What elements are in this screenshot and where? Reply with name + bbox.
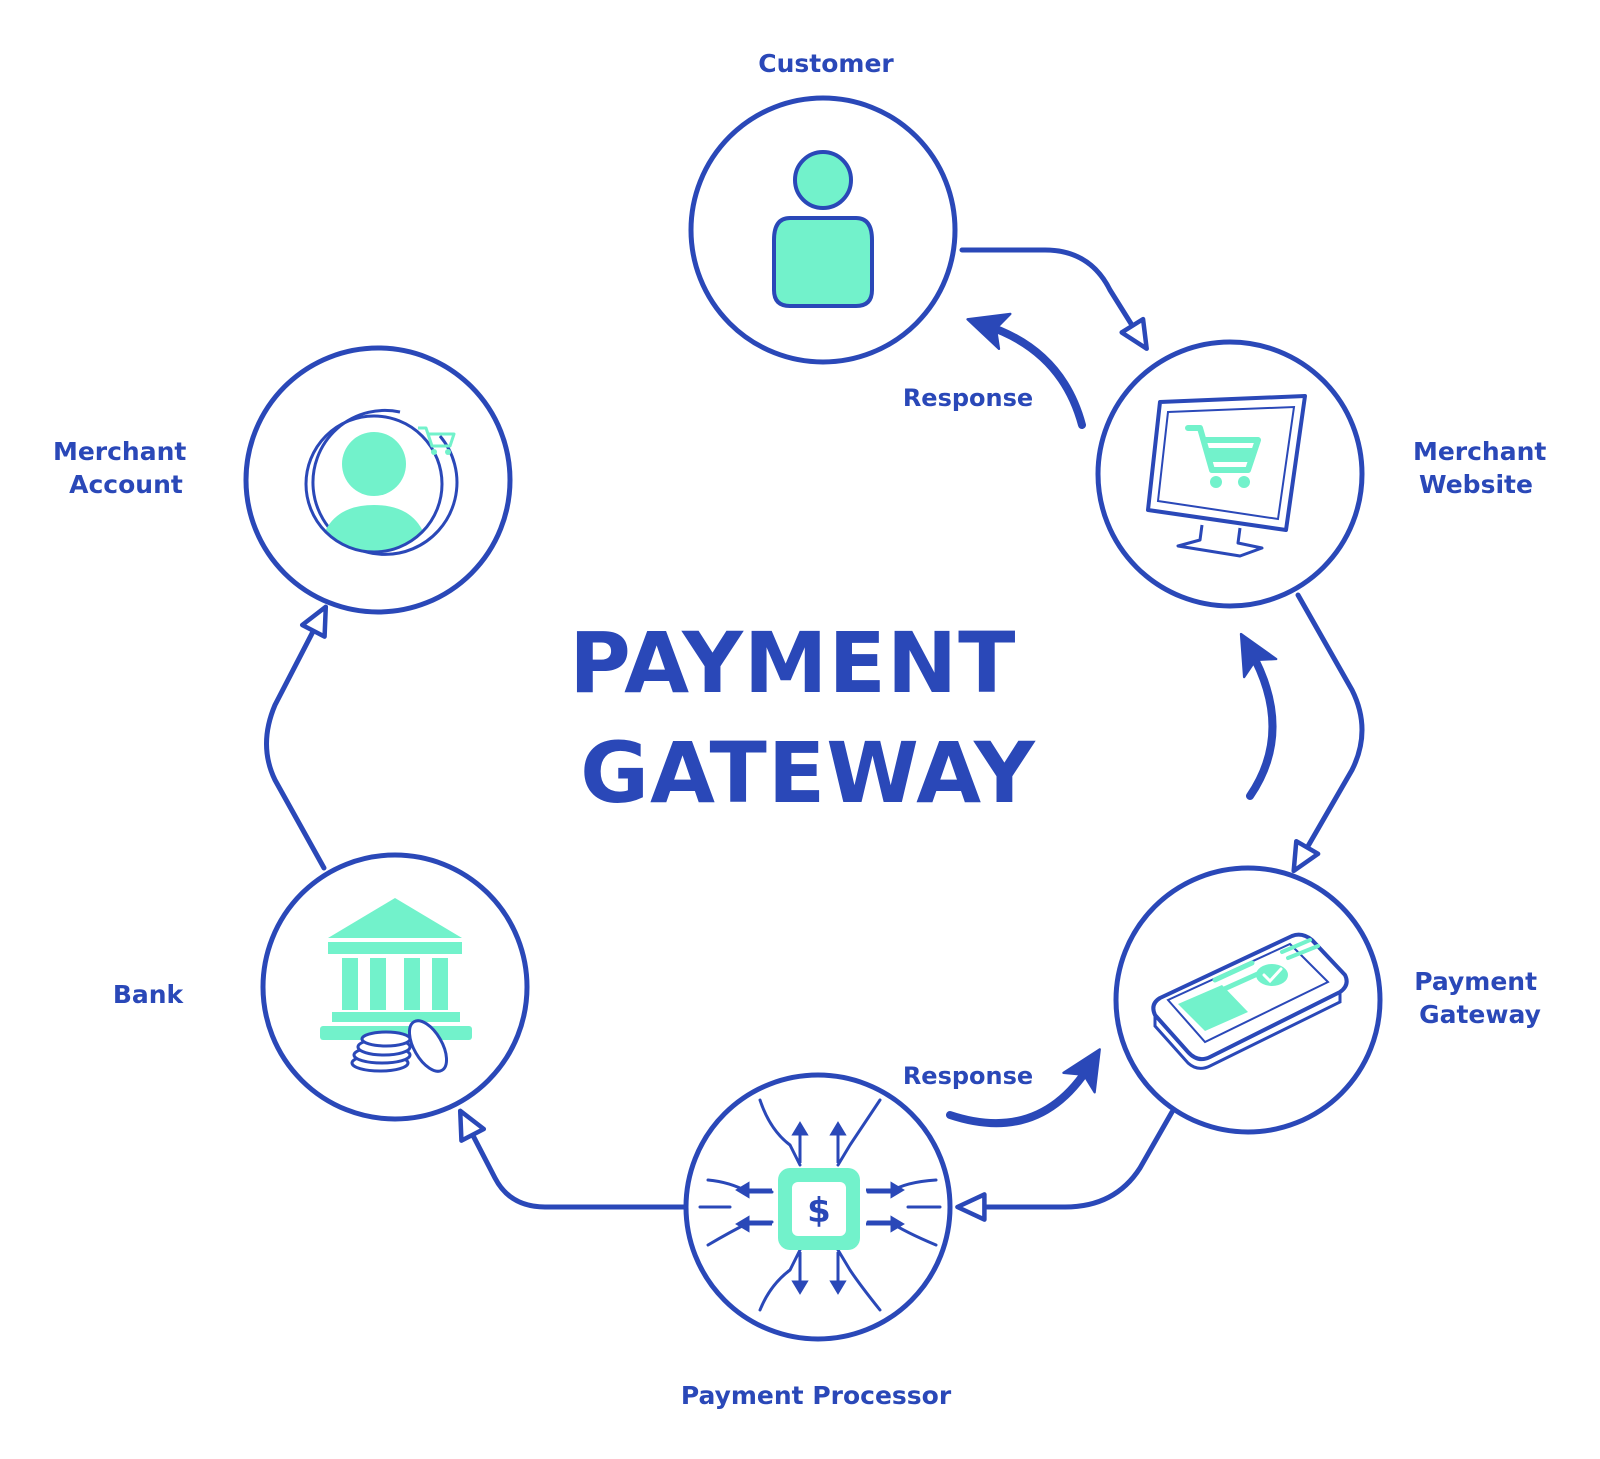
smartphone-payment-icon (1151, 932, 1349, 1070)
payment-gateway-label-line1: Payment (1414, 967, 1537, 996)
connector-merchant-website-to-payment-gateway (1291, 592, 1365, 874)
connector-payment-gateway-to-processor (955, 1109, 1175, 1222)
response-arrow-to-merchant-website (1239, 632, 1278, 800)
bank-circle (260, 852, 530, 1122)
dollar-chip-icon: $ (698, 1098, 942, 1312)
customer-label: Customer (758, 49, 894, 78)
payment-processor-label: Payment Processor (681, 1381, 952, 1410)
merchant-website-label: Merchant Website (1413, 437, 1555, 499)
connector-processor-to-bank (457, 1108, 687, 1210)
response-arrows (946, 312, 1278, 1128)
response-arrow-to-payment-gateway (946, 1048, 1101, 1128)
connector-customer-to-merchant-website (959, 247, 1149, 351)
ring-connectors (264, 247, 1365, 1222)
payment-gateway-label-line2: Gateway (1419, 1000, 1541, 1029)
merchant-account-label-line1: Merchant (53, 437, 186, 466)
merchant-account-label: Merchant Account (53, 437, 195, 499)
merchant-website-label-line1: Merchant (1413, 437, 1546, 466)
bank-label: Bank (113, 980, 185, 1009)
response-arrow-to-customer (966, 312, 1086, 429)
connector-bank-to-merchant-account (264, 604, 329, 871)
merchant-account-label-line2: Account (69, 470, 183, 499)
diagram-title-line1: PAYMENT (569, 614, 1016, 712)
payment-gateway-label: Payment Gateway (1414, 967, 1546, 1029)
account-avatar-cart-icon (304, 408, 459, 556)
response-label-bottom: Response (903, 1062, 1033, 1090)
bank-building-icon (320, 898, 472, 1073)
svg-text:$: $ (807, 1191, 831, 1231)
diagram-title: PAYMENT GATEWAY (569, 614, 1046, 822)
merchant-website-label-line2: Website (1419, 470, 1533, 499)
diagram-title-line2: GATEWAY (580, 724, 1036, 822)
person-icon (772, 150, 874, 308)
monitor-cart-icon (1146, 394, 1307, 558)
response-label-top: Response (903, 384, 1033, 412)
